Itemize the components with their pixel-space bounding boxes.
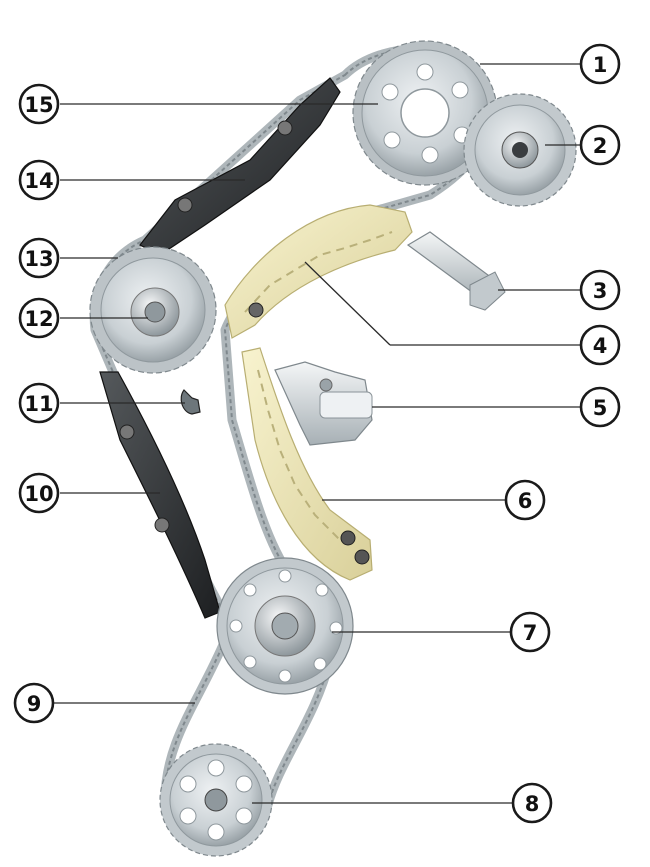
callout-label-10: 10 — [24, 482, 53, 506]
callout-label-5: 5 — [593, 396, 608, 420]
callout-1: 1 — [579, 43, 621, 85]
callout-label-2: 2 — [593, 134, 608, 158]
bolt-icon — [177, 197, 193, 213]
callout-9: 9 — [13, 682, 55, 724]
callout-2: 2 — [579, 124, 621, 166]
leader-lines — [53, 63, 580, 804]
high-pressure-pump-sprocket — [463, 93, 577, 207]
callout-5: 5 — [579, 386, 621, 428]
callout-label-6: 6 — [518, 489, 533, 513]
callout-6: 6 — [504, 479, 546, 521]
bolt-icon — [248, 302, 264, 318]
callout-8: 8 — [511, 782, 553, 824]
callout-11: 11 — [18, 382, 60, 424]
callout-7: 7 — [509, 611, 551, 653]
camshaft-sprocket-top — [352, 40, 498, 186]
bolt-icon — [277, 120, 293, 136]
tensioning-rail-upper — [224, 204, 413, 339]
callout-label-15: 15 — [24, 93, 53, 117]
guide-rail-upper — [139, 77, 341, 256]
bolt-icon — [119, 424, 135, 440]
bolt-icon — [340, 530, 356, 546]
callout-label-3: 3 — [593, 279, 608, 303]
bolt-icon — [154, 517, 170, 533]
guide-rail-left — [99, 371, 221, 619]
callout-label-8: 8 — [525, 792, 540, 816]
tensioning-rail-lower — [241, 347, 373, 581]
bolt-icon — [354, 549, 370, 565]
callout-3: 3 — [579, 269, 621, 311]
chain-tensioner — [274, 361, 373, 446]
callout-12: 12 — [18, 297, 60, 339]
callout-label-11: 11 — [24, 392, 53, 416]
oil-pump-sprocket — [159, 743, 273, 857]
callout-14: 14 — [18, 159, 60, 201]
callout-label-1: 1 — [593, 53, 608, 77]
callout-10: 10 — [18, 472, 60, 514]
callout-label-14: 14 — [24, 169, 53, 193]
chain-clip — [180, 389, 201, 415]
crankshaft-sprocket — [216, 557, 354, 695]
callout-label-4: 4 — [593, 334, 608, 358]
camshaft-sprocket-left — [89, 246, 217, 374]
callout-label-7: 7 — [523, 621, 538, 645]
callout-label-12: 12 — [24, 307, 53, 331]
callout-13: 13 — [18, 237, 60, 279]
callout-label-13: 13 — [24, 247, 53, 271]
callout-15: 15 — [18, 83, 60, 125]
callout-4: 4 — [579, 324, 621, 366]
leader-line-4 — [304, 261, 391, 346]
callout-label-9: 9 — [27, 692, 42, 716]
bolt-component — [406, 231, 506, 311]
